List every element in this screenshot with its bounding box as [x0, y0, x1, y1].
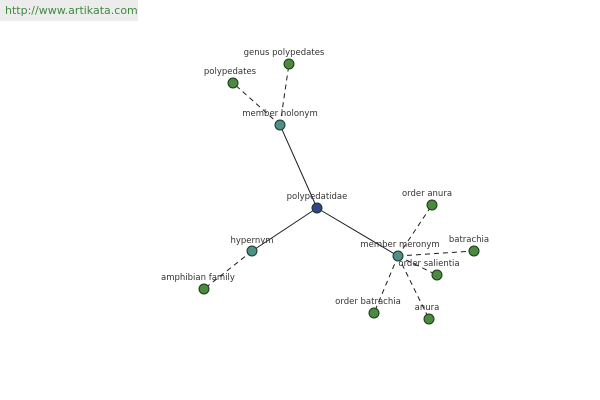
edge-polypedatidae-to-hypernym: [251, 207, 318, 252]
node-order-salientia[interactable]: order salientia: [398, 259, 460, 281]
node-label-genus-polypedates: genus polypedates: [244, 48, 325, 58]
node-label-polypedates: polypedates: [204, 67, 257, 77]
edge-member-meronym-to-batrachia: [397, 250, 475, 257]
node-order-batrachia[interactable]: order batrachia: [335, 297, 401, 319]
edge-hypernym-to-amphibian-family: [203, 250, 253, 290]
node-label-batrachia: batrachia: [449, 235, 489, 245]
node-label-anura: anura: [415, 303, 440, 313]
node-label-hypernym: hypernym: [230, 236, 273, 246]
node-polypedatidae[interactable]: polypedatidae: [287, 192, 348, 214]
edge-polypedatidae-to-member-holonym: [279, 124, 318, 209]
node-label-member-meronym: member meronym: [360, 240, 439, 250]
node-label-polypedatidae: polypedatidae: [287, 192, 348, 202]
edge-member-holonym-to-polypedates: [232, 82, 281, 126]
edge-member-holonym-to-genus-polypedates: [279, 63, 290, 126]
edges-layer: [203, 63, 475, 320]
node-dot-order-batrachia[interactable]: [368, 307, 380, 319]
node-dot-member-meronym[interactable]: [392, 250, 404, 262]
node-label-member-holonym: member holonym: [242, 109, 317, 119]
node-amphibian-family[interactable]: amphibian family: [161, 273, 235, 295]
node-anura[interactable]: anura: [415, 303, 440, 325]
node-label-order-salientia: order salientia: [398, 259, 459, 269]
node-member-holonym[interactable]: member holonym: [242, 109, 318, 131]
node-hypernym[interactable]: hypernym: [230, 236, 274, 257]
edge-member-meronym-to-order-batrachia: [373, 255, 399, 314]
edge-member-meronym-to-order-anura: [397, 204, 433, 257]
node-label-order-anura: order anura: [402, 189, 452, 199]
node-label-amphibian-family: amphibian family: [161, 273, 235, 283]
watermark-banner: http://www.artikata.com: [0, 0, 138, 21]
node-dot-genus-polypedates[interactable]: [283, 58, 295, 70]
node-polypedates[interactable]: polypedates: [204, 67, 257, 89]
edge-member-meronym-to-order-salientia: [397, 255, 438, 276]
node-member-meronym[interactable]: member meronym: [360, 240, 440, 262]
edge-polypedatidae-to-member-meronym: [316, 207, 399, 257]
node-dot-polypedatidae[interactable]: [311, 202, 323, 214]
edge-member-meronym-to-anura: [397, 255, 430, 320]
node-dot-member-holonym[interactable]: [274, 119, 286, 131]
node-label-order-batrachia: order batrachia: [335, 297, 401, 307]
node-dot-anura[interactable]: [423, 313, 435, 325]
node-dot-amphibian-family[interactable]: [198, 283, 210, 295]
node-dot-batrachia[interactable]: [468, 245, 480, 257]
node-order-anura[interactable]: order anura: [402, 189, 452, 211]
node-dot-order-salientia[interactable]: [431, 269, 443, 281]
nodes-layer: polypedatidae member holonym hypernym membe…: [161, 48, 489, 325]
watermark-link[interactable]: http://www.artikata.com: [5, 4, 138, 17]
node-batrachia[interactable]: batrachia: [449, 235, 489, 257]
node-dot-hypernym[interactable]: [246, 245, 258, 257]
node-dot-polypedates[interactable]: [227, 77, 239, 89]
node-genus-polypedates[interactable]: genus polypedates: [244, 48, 325, 70]
node-dot-order-anura[interactable]: [426, 199, 438, 211]
